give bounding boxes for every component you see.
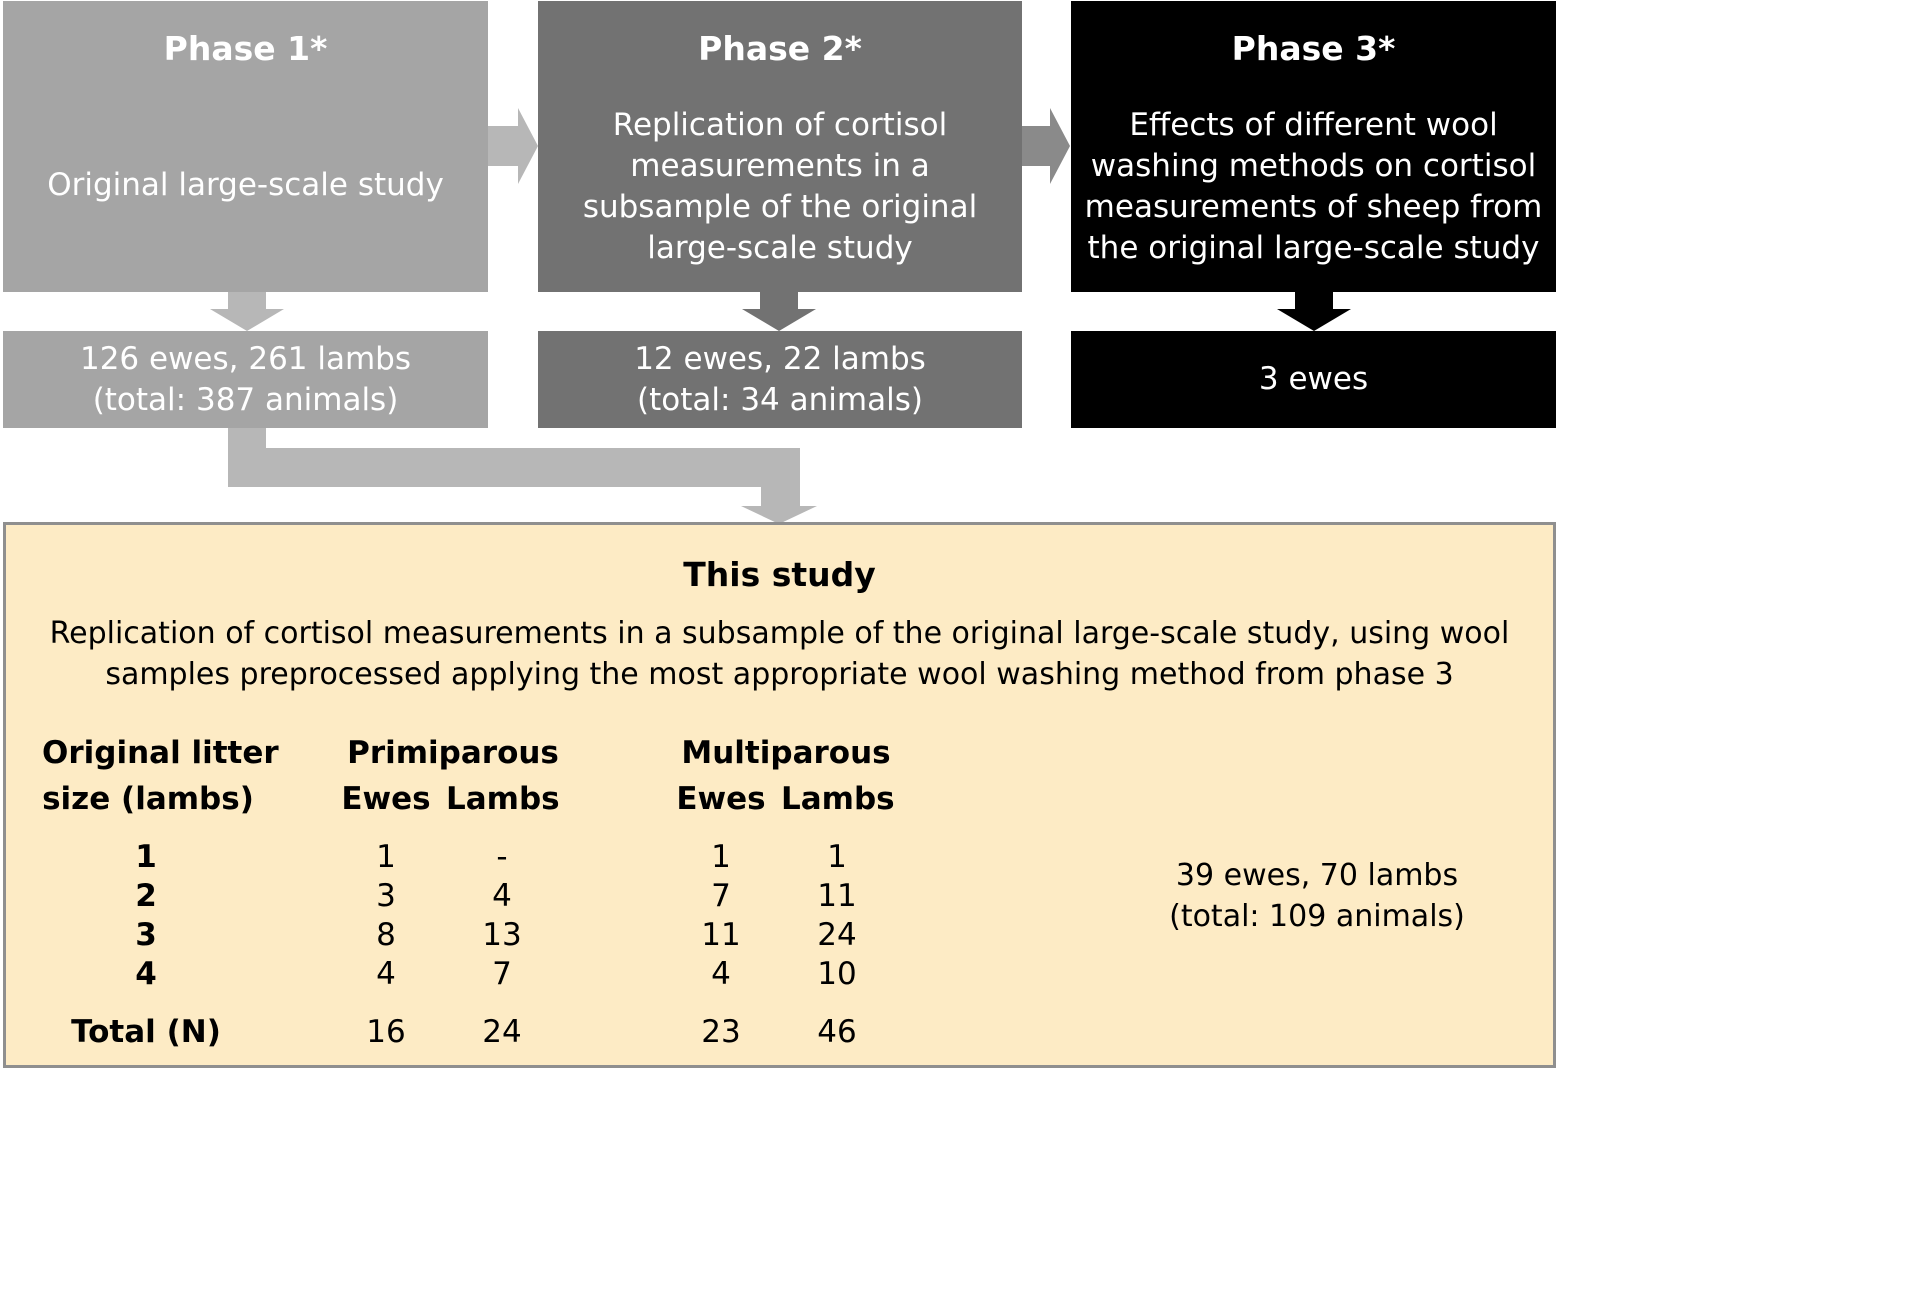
arrow-phase1-down xyxy=(210,292,284,331)
subheader-ewes: Ewes xyxy=(676,781,766,817)
phase1-title: Phase 1* xyxy=(163,29,328,68)
subheader-ewes: Ewes xyxy=(341,781,431,817)
phase3-title: Phase 3* xyxy=(1231,29,1396,68)
flow-arrows xyxy=(210,108,1351,524)
phase2-description-line: subsample of the original xyxy=(582,189,978,225)
phase2-description: Replication of cortisol measurements in … xyxy=(538,105,1022,269)
table-cell: 4 xyxy=(711,956,731,992)
table-cell: 7 xyxy=(711,878,731,914)
table-cell: 24 xyxy=(817,917,857,953)
study-description: Replication of cortisol measurements in … xyxy=(6,613,1553,695)
table-cell: 8 xyxy=(376,917,396,953)
group-header-multiparous: Multiparous xyxy=(681,735,891,771)
phase3-count-line: 3 ewes xyxy=(1258,361,1369,397)
arrow-phase3-down xyxy=(1277,292,1351,331)
this-study-box: This study Replication of cortisol measu… xyxy=(3,522,1556,1068)
phase2-count-box: 12 ewes, 22 lambs (total: 34 animals) xyxy=(538,331,1022,428)
table-cell: 11 xyxy=(701,917,741,953)
total-cell: 24 xyxy=(482,1014,522,1050)
phase3-box: Phase 3* Effects of different wool washi… xyxy=(1071,1,1556,292)
col-header-litter-size-unit: size (lambs) xyxy=(42,781,254,817)
arrow-phase1-to-phase2 xyxy=(488,108,538,184)
phase1-description: Original large-scale study xyxy=(3,165,488,206)
phase2-box: Phase 2* Replication of cortisol measure… xyxy=(538,1,1022,292)
study-summary: 39 ewes, 70 lambs (total: 109 animals) xyxy=(1132,855,1502,937)
phase2-title: Phase 2* xyxy=(698,29,862,68)
phase3-description-line: Effects of different wool xyxy=(1129,107,1498,143)
table-cell: 10 xyxy=(817,956,857,992)
phase1-count-line: 126 ewes, 261 lambs xyxy=(79,340,412,377)
table-cell: 1 xyxy=(711,839,731,875)
study-title: This study xyxy=(683,555,876,594)
total-cell: 16 xyxy=(366,1014,406,1050)
arrow-phase1-to-study xyxy=(228,428,817,524)
phase1-count-total: (total: 387 animals) xyxy=(92,381,399,418)
phase2-description-line: Replication of cortisol xyxy=(612,107,948,143)
phase3-description-line: the original large-scale study xyxy=(1087,230,1540,266)
phase2-description-line: measurements in a xyxy=(630,148,930,184)
row-label: 1 xyxy=(135,839,157,875)
row-label: 3 xyxy=(135,917,157,953)
phase1-count-box: 126 ewes, 261 lambs (total: 387 animals) xyxy=(3,331,488,428)
subheader-lambs: Lambs xyxy=(781,781,895,817)
study-description-line: Replication of cortisol measurements in … xyxy=(49,616,1510,651)
phase1-box: Phase 1* Original large-scale study xyxy=(3,1,488,292)
group-header-primiparous: Primiparous xyxy=(347,735,559,771)
total-cell: 23 xyxy=(701,1014,741,1050)
arrow-phase2-down xyxy=(742,292,816,331)
row-label: 4 xyxy=(135,956,157,992)
phase1-description-line: Original large-scale study xyxy=(47,167,444,203)
study-summary-line: 39 ewes, 70 lambs xyxy=(1175,858,1459,893)
study-summary-total: (total: 109 animals) xyxy=(1169,899,1465,934)
table-cell: 3 xyxy=(376,878,396,914)
phase3-description: Effects of different wool washing method… xyxy=(1071,105,1556,269)
phase2-description-line: large-scale study xyxy=(647,230,913,266)
total-cell: 46 xyxy=(817,1014,857,1050)
col-header-litter-size: Original litter xyxy=(42,735,279,771)
phase3-description-line: measurements of sheep from xyxy=(1084,189,1543,225)
table-cell: 1 xyxy=(827,839,847,875)
phase2-count-line: 12 ewes, 22 lambs xyxy=(634,340,926,377)
study-description-line: samples preprocessed applying the most a… xyxy=(105,657,1454,692)
total-row-label: Total (N) xyxy=(71,1014,221,1050)
subheader-lambs: Lambs xyxy=(446,781,560,817)
table-cell: 7 xyxy=(492,956,512,992)
table-cell: - xyxy=(496,839,508,875)
table-cell: 1 xyxy=(376,839,396,875)
table-cell: 4 xyxy=(376,956,396,992)
phase3-description-line: washing methods on cortisol xyxy=(1090,148,1537,184)
table-cell: 4 xyxy=(492,878,512,914)
row-label: 2 xyxy=(135,878,157,914)
phase2-count-total: (total: 34 animals) xyxy=(637,381,923,418)
table-cell: 11 xyxy=(817,878,857,914)
phase3-count-box: 3 ewes xyxy=(1071,331,1556,428)
arrow-phase2-to-phase3 xyxy=(1022,108,1070,184)
table-cell: 13 xyxy=(482,917,522,953)
